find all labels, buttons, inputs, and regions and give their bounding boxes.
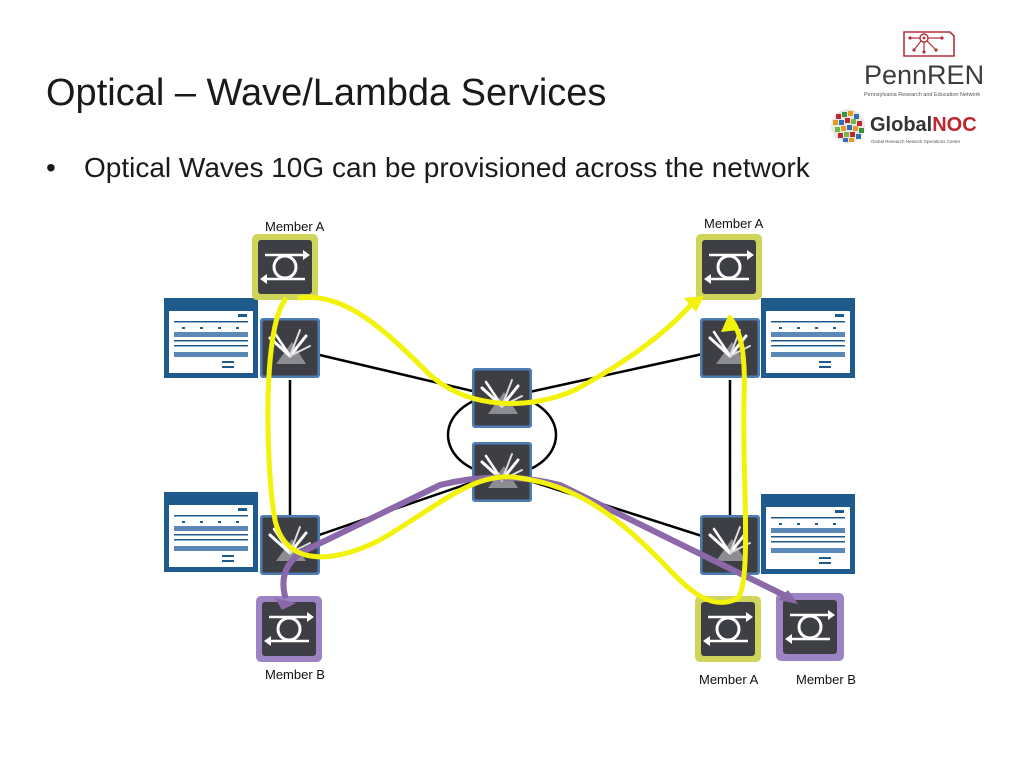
bullet-dot: • (46, 152, 56, 183)
globalnoc-logo: GlobalNOC Global Research Network Operat… (828, 106, 994, 150)
chassis-icon (164, 298, 258, 378)
label-member-a-bottom-right: Member A (699, 672, 759, 687)
chassis-icon (164, 492, 258, 572)
globalnoc-wordmark: GlobalNOC (870, 114, 977, 137)
pennren-tagline: Pennsylvania Research and Education Netw… (864, 92, 981, 98)
transponder-icon (700, 238, 758, 296)
yellow-arrowhead (721, 314, 739, 332)
transponder-icon (781, 598, 839, 656)
yellow-lightpath (265, 294, 749, 605)
transponder-icon (699, 600, 757, 658)
label-member-a-top-right: Member A (704, 216, 764, 231)
label-member-b-bottom-left: Member B (265, 667, 325, 682)
slide-title: Optical – Wave/Lambda Services (46, 72, 607, 114)
label-member-b-bottom-right: Member B (796, 672, 856, 687)
pennren-wordmark: PennREN (864, 60, 985, 90)
globe-mosaic-icon (831, 109, 865, 143)
purple-arrowhead (778, 590, 798, 604)
transponder-icon (260, 600, 318, 658)
globalnoc-word-noc: NOC (932, 114, 977, 136)
roadm-icon (470, 440, 534, 504)
globalnoc-tagline: Global Research Network Operations Cente… (871, 139, 961, 144)
purple-arrowhead (275, 598, 296, 610)
chassis-icon (761, 298, 855, 378)
pennren-network-icon (903, 31, 955, 57)
fiber-links (288, 346, 732, 547)
label-member-a-top-left: Member A (265, 219, 325, 234)
pennren-logo: PennREN Pennsylvania Research and Educat… (862, 26, 992, 102)
yellow-arrowhead (684, 296, 704, 312)
chassis-icon (761, 494, 855, 574)
bullet-item: • Optical Waves 10G can be provisioned ac… (46, 152, 810, 184)
transponder-icon (256, 238, 314, 296)
globalnoc-word-global: Global (870, 114, 933, 136)
bullet-text: Optical Waves 10G can be provisioned acr… (84, 152, 810, 183)
